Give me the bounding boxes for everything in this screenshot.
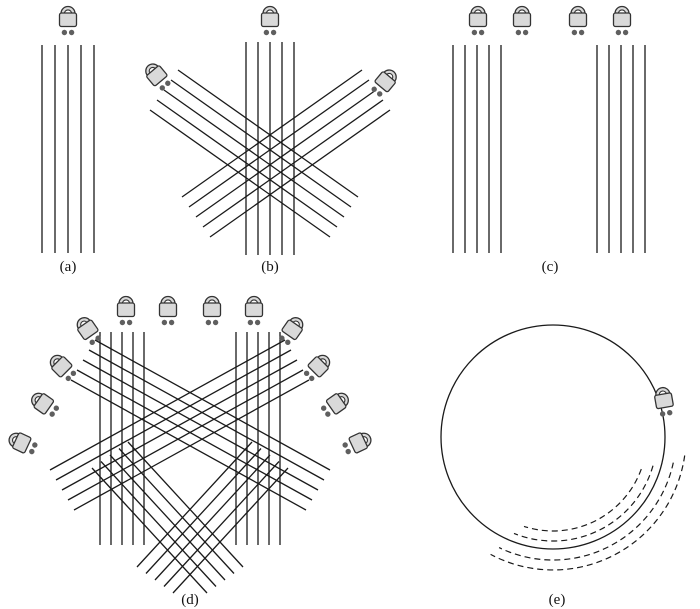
- scanner-icon: [568, 5, 588, 36]
- scan-line: [91, 467, 208, 594]
- scan-line: [172, 467, 289, 594]
- dashed-scan-arc: [490, 455, 686, 571]
- scanner-icon: [244, 295, 264, 326]
- scan-line: [127, 441, 244, 568]
- scanner-icon: [468, 5, 488, 36]
- scan-line: [67, 369, 304, 501]
- subfigure-a-label: (a): [60, 259, 77, 275]
- scan-line: [100, 461, 217, 587]
- scanner-icon: [339, 428, 375, 458]
- scan-line: [177, 69, 359, 198]
- scan-line: [163, 461, 280, 587]
- scanner-icon: [512, 5, 532, 36]
- scan-line: [156, 99, 338, 228]
- scanner-icon: [652, 385, 676, 419]
- scan-line: [70, 379, 307, 511]
- scan-line: [76, 369, 313, 501]
- scan-line: [202, 99, 384, 228]
- dashed-scan-arc: [513, 465, 654, 542]
- subfigure-c-label: (c): [542, 259, 559, 275]
- scanner-icon: [202, 295, 222, 326]
- scanner-icon: [58, 5, 78, 36]
- scan-circle: [440, 324, 666, 550]
- scanner-icon: [5, 428, 41, 458]
- scan-line: [118, 448, 235, 574]
- scan-line: [188, 79, 370, 208]
- subfigure-c: (c): [452, 5, 646, 275]
- scan-line: [149, 109, 331, 238]
- subfigure-e: (e): [440, 324, 686, 608]
- scan-line: [154, 454, 271, 581]
- scanner-icon: [141, 59, 174, 94]
- scan-line: [73, 379, 310, 511]
- scanner-icon: [45, 350, 80, 385]
- scan-line: [82, 359, 319, 491]
- scan-line: [136, 441, 253, 568]
- subfigure-d-label: (d): [181, 592, 199, 608]
- dashed-scan-arc: [523, 468, 642, 532]
- subfigure-a: (a): [41, 5, 95, 275]
- scan-line: [61, 359, 298, 491]
- scan-line: [170, 79, 352, 208]
- scanner-icon: [116, 295, 136, 326]
- scanner-icon: [260, 5, 280, 36]
- scan-line: [55, 349, 292, 481]
- subfigure-d: (d): [5, 295, 375, 608]
- scan-line: [181, 69, 363, 198]
- subfigure-b: (b): [141, 5, 401, 275]
- dashed-scan-arc: [498, 462, 674, 561]
- scanner-icon: [27, 388, 62, 421]
- scan-line: [195, 89, 377, 218]
- scan-line-group: [452, 45, 646, 253]
- scan-line: [49, 339, 286, 471]
- scan-line-group: [149, 42, 391, 255]
- scan-line: [109, 454, 226, 581]
- scanner-icon: [158, 295, 178, 326]
- subfigure-e-label: (e): [549, 592, 566, 608]
- scan-line: [209, 109, 391, 238]
- scan-line-group: [41, 45, 95, 253]
- scanner-icon: [612, 5, 632, 36]
- scan-line: [94, 339, 331, 471]
- scan-line: [88, 349, 325, 481]
- scanner-icon: [318, 388, 353, 421]
- scan-line: [163, 89, 345, 218]
- scanner-icon: [368, 65, 401, 100]
- subfigure-b-label: (b): [261, 259, 279, 275]
- scanner-icon: [300, 350, 335, 385]
- scan-line-group: [49, 332, 331, 594]
- scan-line: [145, 448, 262, 574]
- dashed-arc-group: [490, 455, 686, 571]
